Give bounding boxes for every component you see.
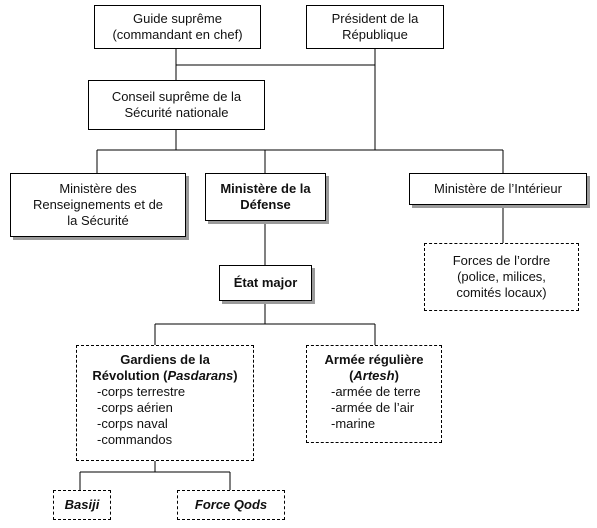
pasdarans-item: -corps terrestre: [97, 384, 186, 399]
artesh-item: -armée de terre: [331, 384, 421, 399]
defense-box: Ministère de la Défense: [205, 173, 326, 221]
forces-ordre-box: Forces de l’ordre (police, milices, comi…: [424, 243, 579, 311]
pasdarans-box: Gardiens de la Révolution (Pasdarans) -c…: [76, 345, 254, 461]
guide-supreme-box: Guide suprême (commandant en chef): [94, 5, 261, 49]
pasdarans-item: -commandos: [97, 432, 173, 447]
forces-ordre-line2: (police, milices,: [457, 269, 546, 284]
renseignements-line1: Ministère des: [59, 181, 137, 196]
pasdarans-head-line1: Gardiens de la: [120, 352, 210, 367]
pasdarans-item: -corps naval: [97, 416, 168, 431]
interieur-line1: Ministère de l’Intérieur: [434, 181, 562, 196]
renseignements-box: Ministère des Renseignements et de la Sé…: [10, 173, 186, 237]
guide-supreme-line2: (commandant en chef): [112, 27, 243, 42]
basiji-label: Basiji: [64, 497, 100, 512]
conseil-line2: Sécurité nationale: [124, 105, 229, 120]
interieur-box: Ministère de l’Intérieur: [409, 173, 587, 205]
pasdarans-head-line2: Révolution (: [92, 368, 168, 383]
president-box: Président de la République: [306, 5, 444, 49]
force-qods-box: Force Qods: [177, 490, 285, 520]
force-qods-label: Force Qods: [194, 497, 268, 512]
defense-line1: Ministère de la: [220, 181, 311, 196]
president-line2: République: [342, 27, 408, 42]
etat-major-label: État major: [233, 275, 298, 290]
pasdarans-paren-close: ): [233, 368, 238, 383]
artesh-head-line1: Armée régulière: [324, 352, 424, 367]
basiji-box: Basiji: [53, 490, 111, 520]
etat-major-box: État major: [219, 265, 312, 301]
artesh-box: Armée régulière (Artesh) -armée de terre…: [306, 345, 442, 443]
pasdarans-item: -corps aérien: [97, 400, 173, 415]
defense-line2: Défense: [240, 197, 291, 212]
conseil-line1: Conseil suprême de la: [111, 89, 242, 104]
renseignements-line2: Renseignements et de: [32, 197, 164, 212]
artesh-paren-close: ): [394, 368, 399, 383]
artesh-paren-open: (: [349, 368, 354, 383]
artesh-item: -marine: [331, 416, 376, 431]
president-line1: Président de la: [331, 11, 419, 26]
forces-ordre-line1: Forces de l’ordre: [452, 253, 551, 268]
conseil-box: Conseil suprême de la Sécurité nationale: [88, 80, 265, 130]
artesh-item: -armée de l’air: [331, 400, 415, 415]
pasdarans-name: Pasdarans: [167, 368, 234, 383]
renseignements-line3: la Sécurité: [67, 213, 129, 228]
forces-ordre-line3: comités locaux): [456, 285, 547, 300]
artesh-name: Artesh: [353, 368, 395, 383]
guide-supreme-line1: Guide suprême: [133, 11, 222, 26]
